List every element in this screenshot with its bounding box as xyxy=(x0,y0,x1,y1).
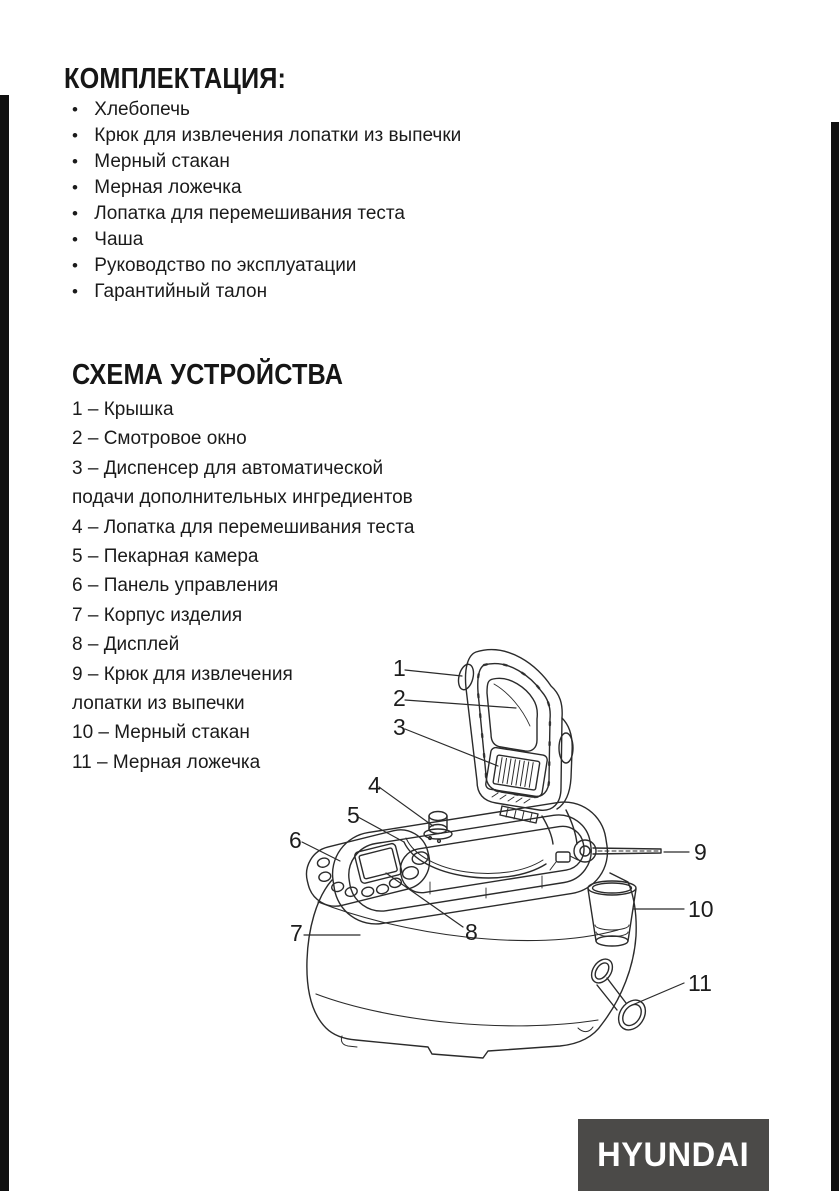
schema-line: 8 – Дисплей xyxy=(72,634,180,656)
schema-line: 7 – Корпус изделия xyxy=(72,604,243,626)
schema-line: 2 – Смотровое окно xyxy=(72,428,247,450)
list-item: • Крюк для извлечения лопатки из выпечки xyxy=(72,123,461,149)
bullet-glyph: • xyxy=(72,152,78,171)
diagram-callout: 1 xyxy=(393,655,406,681)
list-item: • Лопатка для перемешивания теста xyxy=(72,201,461,227)
measuring-cup-drawing xyxy=(587,880,637,947)
list-item-text: Мерный стакан xyxy=(94,151,230,172)
body-drawing xyxy=(305,801,637,1059)
diagram-callout: 10 xyxy=(688,896,714,922)
bullet-glyph: • xyxy=(72,126,78,145)
bullet-glyph: • xyxy=(72,230,78,249)
control-panel-drawing xyxy=(305,829,431,907)
bullet-glyph: • xyxy=(72,204,78,223)
schema-line: 4 – Лопатка для перемешивания теста xyxy=(72,516,415,538)
device-schema-list: 1 – Крышка 2 – Смотровое окно 3 – Диспен… xyxy=(72,395,414,777)
schema-line: 3 – Диспенсер для автоматической xyxy=(72,457,384,479)
diagram-callout: 8 xyxy=(465,919,478,945)
leader-lines xyxy=(301,669,690,1007)
schema-line: лопатки из выпечки xyxy=(72,693,245,715)
bullet-glyph: • xyxy=(72,178,78,197)
list-item: • Чаша xyxy=(72,227,461,253)
diagram-callout: 11 xyxy=(688,970,712,996)
measuring-spoon-drawing xyxy=(590,958,647,1031)
list-item: • Руководство по эксплуатации xyxy=(72,253,461,279)
diagram-callout: 2 xyxy=(393,685,406,711)
list-item-text: Лопатка для перемешивания теста xyxy=(94,203,405,224)
list-item-text: Крюк для извлечения лопатки из выпечки xyxy=(94,125,462,146)
schema-line: 1 – Крышка xyxy=(72,399,174,420)
schema-line: 10 – Мерный стакан xyxy=(72,722,250,744)
schema-line: 11 – Мерная ложечка xyxy=(72,751,261,773)
section-title-package-contents: КОМПЛЕКТАЦИЯ: xyxy=(64,63,287,95)
diagram-callout: 6 xyxy=(289,827,302,853)
list-item-text: Хлебопечь xyxy=(94,99,190,120)
bullet-glyph: • xyxy=(72,256,78,275)
hook-drawing xyxy=(573,839,662,863)
diagram-callout: 9 xyxy=(694,839,707,865)
list-item-text: Мерная ложечка xyxy=(94,177,242,198)
section-title-device-schema: СХЕМА УСТРОЙСТВА xyxy=(72,359,344,391)
diagram-callout: 3 xyxy=(393,714,406,740)
schema-line: 6 – Панель управления xyxy=(72,575,279,597)
lid-drawing xyxy=(457,649,578,845)
scan-artifact-left xyxy=(0,95,9,1191)
list-item: • Хлебопечь xyxy=(72,97,461,123)
list-item-text: Руководство по эксплуатации xyxy=(94,255,357,276)
bullet-glyph: • xyxy=(72,100,78,119)
list-item-text: Гарантийный талон xyxy=(94,281,268,302)
schema-line: 9 – Крюк для извлечения xyxy=(72,663,293,685)
diagram-callout: 4 xyxy=(368,772,381,798)
diagram-callout: 5 xyxy=(347,802,360,828)
package-contents-list: • Хлебопечь • Крюк для извлечения лопатк… xyxy=(72,97,461,305)
schema-line: 5 – Пекарная камера xyxy=(72,546,259,568)
schema-line: подачи дополнительных ингредиентов xyxy=(72,487,413,509)
list-item-text: Чаша xyxy=(94,229,144,250)
hyundai-logo: HYUNDAI xyxy=(578,1119,769,1191)
hyundai-logo-text: HYUNDAI xyxy=(597,1135,750,1174)
list-item: • Гарантийный талон xyxy=(72,279,461,305)
bullet-glyph: • xyxy=(72,282,78,301)
device-diagram: 1 2 3 4 5 6 7 8 9 10 11 xyxy=(289,649,714,1059)
diagram-callout: 7 xyxy=(290,920,303,946)
scan-artifact-right xyxy=(831,122,839,1191)
list-item: • Мерный стакан xyxy=(72,149,461,175)
list-item: • Мерная ложечка xyxy=(72,175,461,201)
